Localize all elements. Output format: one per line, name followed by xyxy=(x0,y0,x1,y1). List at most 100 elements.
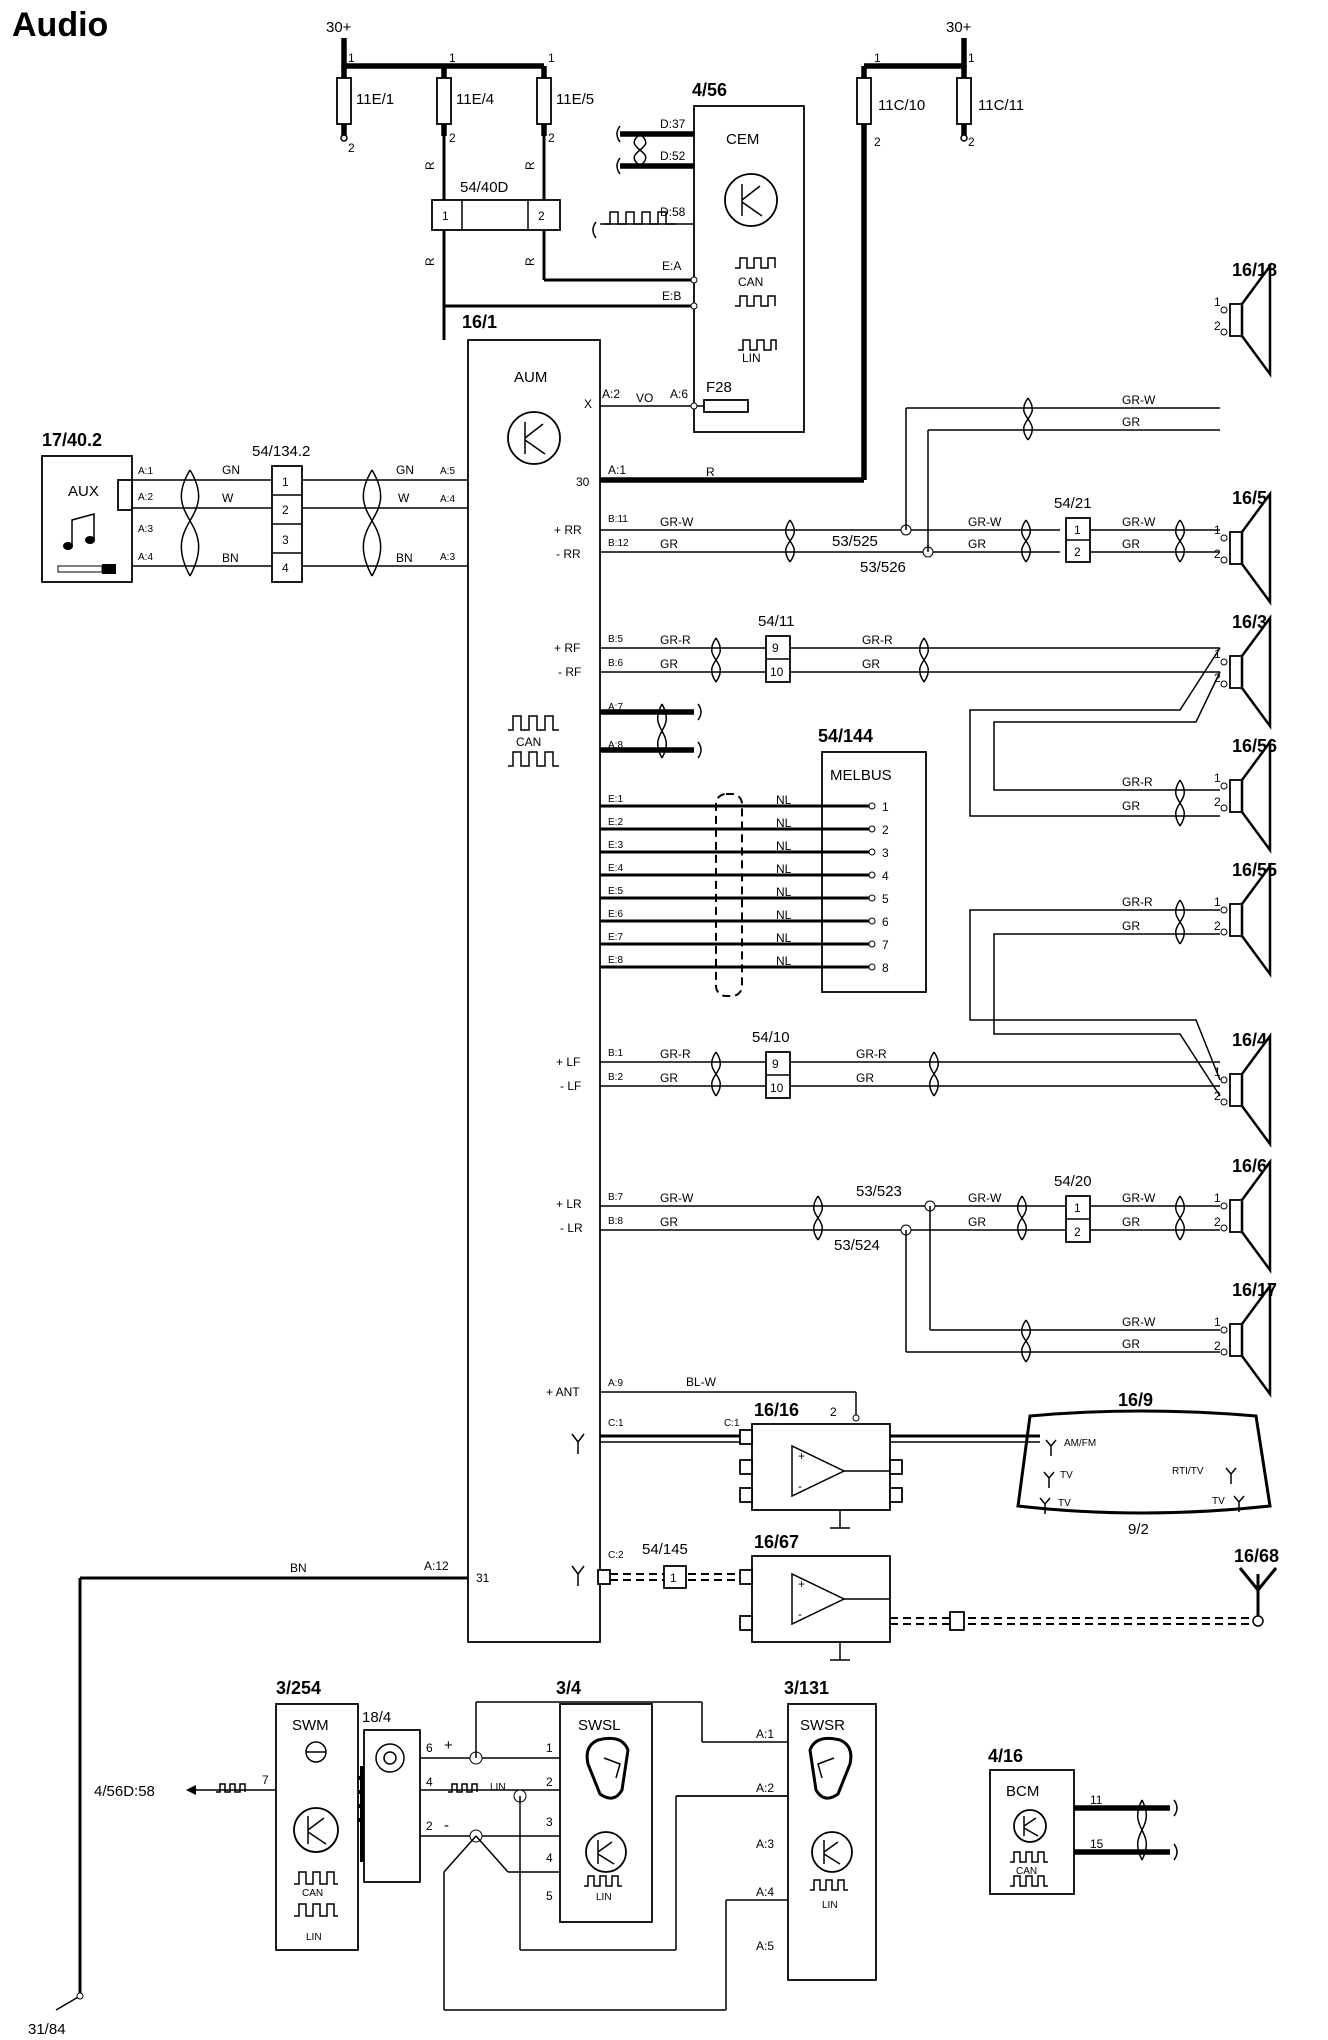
svg-text:GR: GR xyxy=(856,1071,874,1085)
svg-text:GR-R: GR-R xyxy=(856,1047,887,1061)
clock-spring-18-4: 18/4 6 4 2 xyxy=(358,1709,433,1883)
svg-text:GR-R: GR-R xyxy=(660,633,691,647)
svg-text:TV: TV xyxy=(1060,1470,1073,1481)
svg-text:CAN: CAN xyxy=(302,1888,323,1899)
svg-text:GR: GR xyxy=(1122,537,1140,551)
svg-text:2: 2 xyxy=(830,1405,837,1419)
svg-text:GR: GR xyxy=(968,537,986,551)
svg-text:16/68: 16/68 xyxy=(1234,1546,1279,1566)
svg-text:+ LR: + LR xyxy=(556,1197,582,1211)
svg-text:1: 1 xyxy=(348,51,355,65)
svg-text:TV: TV xyxy=(1212,1496,1225,1507)
svg-text:A:12: A:12 xyxy=(424,1559,449,1573)
svg-text:GR: GR xyxy=(1122,1215,1140,1229)
melbus-pin-right: 7 xyxy=(882,938,889,952)
svg-text:E:B: E:B xyxy=(662,289,681,303)
svg-text:1: 1 xyxy=(1214,647,1221,661)
svg-text:GR: GR xyxy=(968,1215,986,1229)
cem-module: 4/56 CEM CAN LIN D:37 D:52 D:58 E:A E:B xyxy=(660,80,805,433)
melbus-wire-color: NL xyxy=(776,816,792,830)
svg-text:GR-W: GR-W xyxy=(1122,515,1156,529)
svg-text:1: 1 xyxy=(1214,895,1221,909)
svg-text:A:4: A:4 xyxy=(138,552,153,563)
melbus-pin-left: E:3 xyxy=(608,840,623,851)
svg-text:GR: GR xyxy=(862,657,880,671)
svg-text:7: 7 xyxy=(262,1773,269,1787)
svg-text:- LR: - LR xyxy=(560,1221,583,1235)
svg-text:- RF: - RF xyxy=(558,665,581,679)
svg-text:53/523: 53/523 xyxy=(856,1183,902,1200)
svg-text:A:2: A:2 xyxy=(138,492,153,503)
svg-text:+: + xyxy=(798,1577,805,1591)
fuse-11e4: 1 2 11E/4 xyxy=(436,51,494,145)
svg-text:11: 11 xyxy=(1090,1793,1103,1807)
svg-text:53/525: 53/525 xyxy=(832,533,878,550)
svg-text:2: 2 xyxy=(1214,919,1221,933)
swsr-name: SWSR xyxy=(800,1717,845,1734)
svg-text:C:1: C:1 xyxy=(608,1418,624,1429)
svg-text:R: R xyxy=(706,465,715,479)
melbus-wire-color: NL xyxy=(776,931,792,945)
aum-module: 16/1 AUM X A:2 A:1 30 R CAN + RR - RR + … xyxy=(424,312,715,1643)
speakers: 16/181216/51216/31216/561216/551216/4121… xyxy=(1214,260,1277,1398)
bcm-module: 4/16 BCM CAN 11 15 xyxy=(988,1746,1104,1895)
melbus-pin-left: E:5 xyxy=(608,886,623,897)
svg-text:2: 2 xyxy=(1214,1089,1221,1103)
svg-text:1: 1 xyxy=(968,51,975,65)
svg-text:+ LF: + LF xyxy=(556,1055,580,1069)
svg-text:16/9: 16/9 xyxy=(1118,1390,1153,1410)
svg-text:GR: GR xyxy=(660,657,678,671)
svg-text:BN: BN xyxy=(222,551,239,565)
svg-text:GR: GR xyxy=(660,1071,678,1085)
svg-text:2: 2 xyxy=(348,141,355,155)
fuse-11c11: 1 2 11C/11 xyxy=(956,51,1024,149)
svg-text:GR-W: GR-W xyxy=(1122,1315,1156,1329)
svg-text:R: R xyxy=(423,257,437,266)
svg-text:B:6: B:6 xyxy=(608,658,623,669)
svg-text:2: 2 xyxy=(538,209,545,223)
svg-text:GR-W: GR-W xyxy=(660,515,694,529)
speaker-16-3: 16/312 xyxy=(1214,612,1272,730)
svg-text:A:2: A:2 xyxy=(602,387,620,401)
melbus-pin-left: E:7 xyxy=(608,932,623,943)
svg-text:A:5: A:5 xyxy=(440,466,455,477)
svg-text:A:8: A:8 xyxy=(608,740,623,751)
swsr-module: 3/131 SWSR LIN A:1 A:2 A:3 A:4 A:5 xyxy=(756,1678,877,1981)
aum-name: AUM xyxy=(514,369,547,386)
svg-text:GR-W: GR-W xyxy=(968,515,1002,529)
svg-text:2: 2 xyxy=(546,1775,553,1789)
svg-text:A:3: A:3 xyxy=(138,524,153,535)
svg-text:A:7: A:7 xyxy=(608,702,623,713)
bcm-name: BCM xyxy=(1006,1783,1039,1800)
svg-text:B:1: B:1 xyxy=(608,1048,623,1059)
melbus-wire-color: NL xyxy=(776,862,792,876)
fuse-label: 11C/10 xyxy=(878,97,925,114)
melbus-wire-color: NL xyxy=(776,954,792,968)
svg-text:GN: GN xyxy=(222,463,240,477)
melbus-ref: 54/144 xyxy=(818,726,873,746)
supply-label-left: 30+ xyxy=(326,19,352,36)
melbus-pin-right: 2 xyxy=(882,823,889,837)
svg-text:VO: VO xyxy=(636,391,653,405)
melbus-wire-color: NL xyxy=(776,908,792,922)
svg-text:2: 2 xyxy=(449,131,456,145)
svg-text:W: W xyxy=(398,491,410,505)
aux-name: AUX xyxy=(68,483,99,500)
svg-text:LIN: LIN xyxy=(306,1932,322,1943)
melbus-pin-left: E:6 xyxy=(608,909,623,920)
melbus-pin-right: 1 xyxy=(882,800,889,814)
svg-text:2: 2 xyxy=(968,135,975,149)
svg-text:AM/FM: AM/FM xyxy=(1064,1438,1096,1449)
svg-text:1: 1 xyxy=(548,51,555,65)
svg-text:BN: BN xyxy=(396,551,413,565)
svg-text:2: 2 xyxy=(1214,1215,1221,1229)
svg-text:D:52: D:52 xyxy=(660,149,686,163)
svg-text:1: 1 xyxy=(449,51,456,65)
svg-text:+: + xyxy=(444,1737,453,1754)
svg-text:R: R xyxy=(523,161,537,170)
svg-text:TV: TV xyxy=(1058,1498,1071,1509)
cem-name: CEM xyxy=(726,131,759,148)
svg-text:16/67: 16/67 xyxy=(754,1532,799,1552)
svg-text:GR-R: GR-R xyxy=(862,633,893,647)
